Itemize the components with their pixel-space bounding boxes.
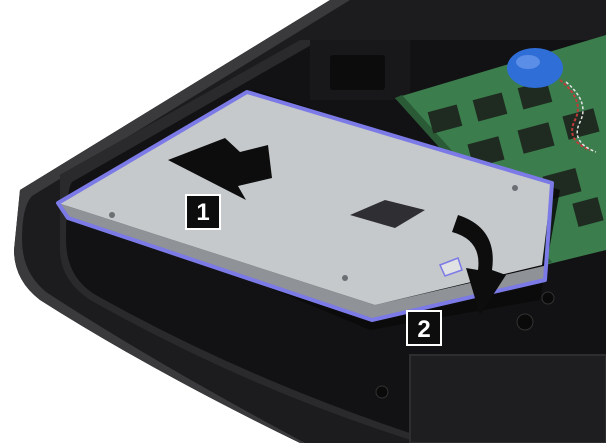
blue-component — [507, 48, 563, 88]
screw-hole — [542, 292, 554, 304]
step-number-label: 1 — [196, 199, 209, 226]
step-callout-2: 2 — [407, 311, 441, 345]
drive-screw — [109, 212, 115, 218]
screw-hole — [517, 314, 533, 330]
step-callout-1: 1 — [186, 195, 220, 229]
drive-screw — [512, 185, 518, 191]
screw-hole — [376, 386, 388, 398]
blue-component-highlight — [516, 55, 540, 69]
battery-cover — [410, 355, 606, 443]
top-port-recess — [330, 55, 385, 90]
step-number-label: 2 — [417, 316, 430, 343]
drive-screw — [342, 275, 348, 281]
